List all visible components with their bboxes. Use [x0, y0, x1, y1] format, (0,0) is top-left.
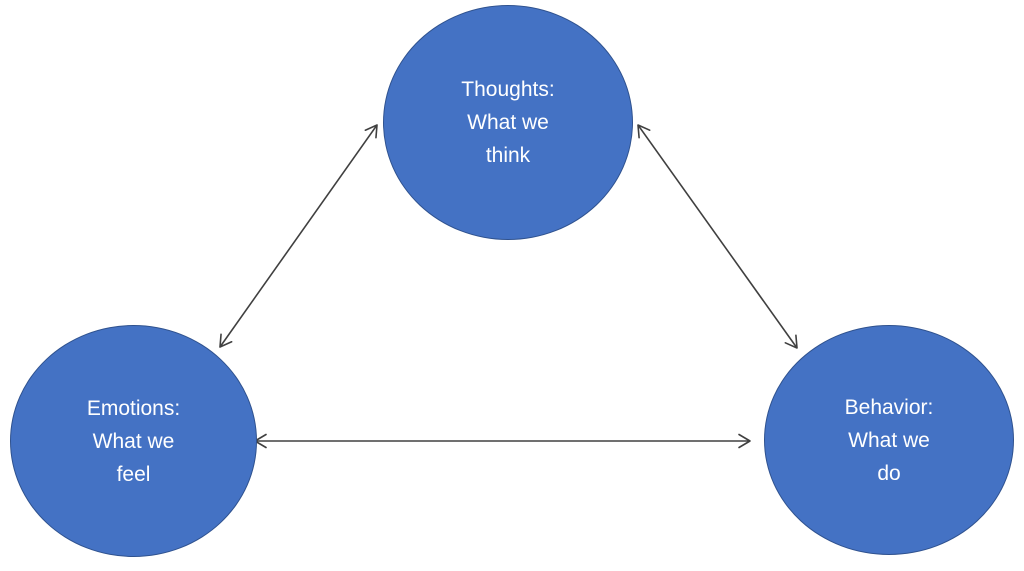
node-emotions-label-line: What we [92, 429, 175, 453]
node-behavior-label-line: do [877, 461, 901, 485]
node-thoughts-label-line: think [485, 144, 531, 167]
node-emotions-label-line: feel [116, 462, 151, 486]
node-emotions-label-line: Emotions: [86, 396, 181, 420]
node-thoughts-label-line: What we [467, 111, 549, 134]
arrow-thoughts-behavior [637, 124, 798, 349]
arrow-emotions-thoughts [219, 124, 378, 348]
node-thoughts: Thoughts: What we think [383, 5, 633, 240]
node-behavior-label-line: Behavior: [844, 395, 934, 419]
node-emotions: Emotions: What we feel [10, 325, 257, 557]
node-thoughts-label-line: Thoughts: [461, 78, 555, 101]
node-behavior: Behavior: What we do [764, 325, 1014, 555]
node-behavior-label-line: What we [848, 428, 930, 452]
